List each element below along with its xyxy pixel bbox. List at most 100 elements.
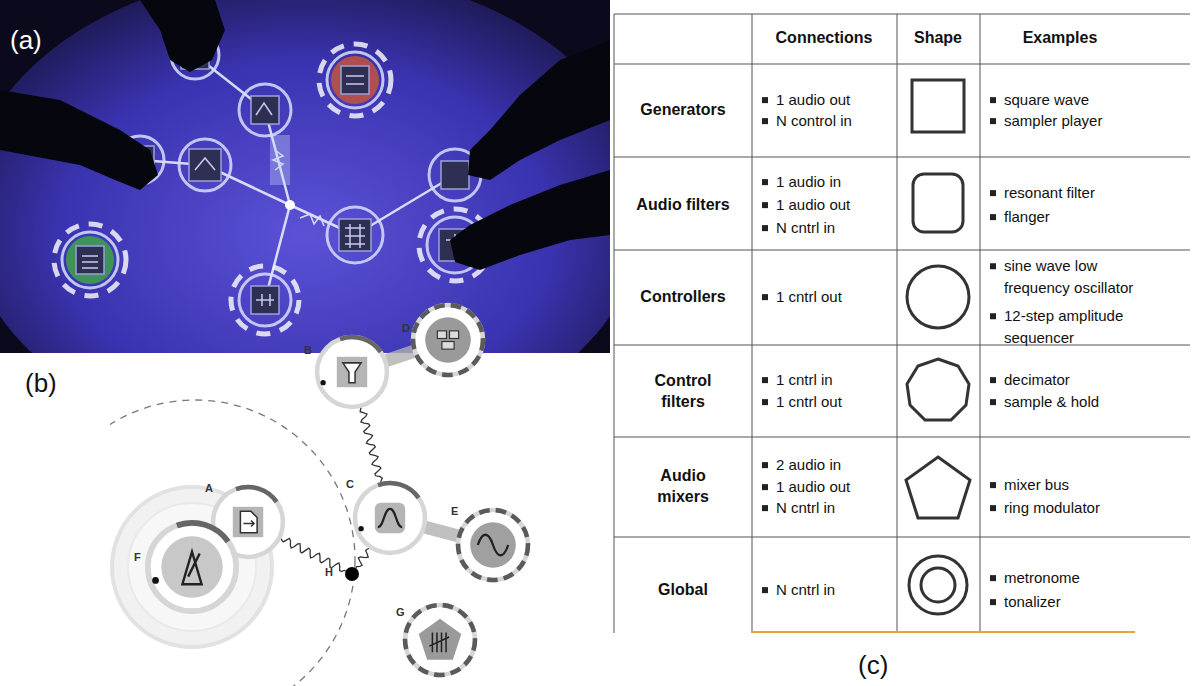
line-shape <box>752 14 753 633</box>
circle-shape <box>319 44 391 116</box>
label-holder: mixer bus <box>1004 474 1149 496</box>
g-shape <box>54 44 491 334</box>
circle-shape <box>320 380 325 385</box>
label-holder: sample & hold <box>1004 391 1149 413</box>
circle-shape <box>458 510 528 580</box>
object-symbol <box>345 567 359 581</box>
path-shape <box>300 214 324 226</box>
path-shape <box>240 511 257 532</box>
bullet-mark <box>990 599 996 605</box>
circle-shape <box>152 577 159 584</box>
label-holder: N cntrl in <box>776 497 891 519</box>
g-shape <box>906 80 970 614</box>
label-holder: decimator <box>1004 369 1149 391</box>
circle-shape <box>907 266 969 328</box>
rect-shape <box>339 219 371 251</box>
table-cell: square wave <box>1004 89 1149 111</box>
circle-shape <box>345 473 435 563</box>
label-holder: 1 audio in <box>776 171 891 193</box>
label-holder: sampler player <box>1004 110 1149 132</box>
label-holder: flanger <box>1004 206 1149 228</box>
rect-shape <box>233 507 263 537</box>
table-cell: 1 audio out <box>776 476 891 498</box>
bullet-mark <box>762 587 768 593</box>
label-holder: (b) <box>25 369 85 398</box>
line-shape <box>614 14 1190 15</box>
object-letter: E <box>451 506 458 517</box>
path-shape <box>387 352 414 361</box>
g-shape <box>140 55 455 300</box>
circle-shape <box>66 236 114 284</box>
polygon-shape <box>907 359 969 420</box>
circle-shape <box>135 510 248 623</box>
object-letter: H <box>325 567 333 578</box>
path-shape <box>468 40 610 180</box>
circle-shape <box>161 536 222 597</box>
table-cell: 1 cntrl in <box>776 369 891 391</box>
rect-shape <box>442 342 454 350</box>
bullet-mark <box>762 202 768 208</box>
row-header: Global <box>618 580 748 601</box>
object-symbol <box>455 507 531 583</box>
audio-wire <box>281 538 346 571</box>
label-holder: 2 audio in <box>776 454 891 476</box>
path-shape <box>82 256 98 268</box>
panel-letter: (a) <box>10 26 70 55</box>
bullet-mark <box>762 377 768 383</box>
circle-shape <box>405 605 475 675</box>
table-cell: 12-step amplitude sequencer <box>1004 305 1149 349</box>
circle-shape <box>458 510 528 580</box>
table-cell: N cntrl in <box>776 579 891 601</box>
tangible-object: D <box>410 302 486 378</box>
circle-shape <box>307 327 397 417</box>
bullet-mark <box>990 313 996 319</box>
rect-shape <box>437 331 446 339</box>
table-cell: 1 cntrl out <box>776 391 891 413</box>
bullet-mark <box>762 462 768 468</box>
column-header: Connections <box>754 26 894 49</box>
rect-shape <box>375 503 405 533</box>
control-band <box>425 527 457 535</box>
path-shape <box>195 158 215 170</box>
panel-letter: (b) <box>25 369 85 398</box>
object-letter: A <box>205 483 213 494</box>
table-cell: 1 cntrl out <box>776 286 891 308</box>
object-letter: F <box>134 552 141 563</box>
table-cell: 1 audio out <box>776 194 891 216</box>
circle-shape <box>345 567 359 581</box>
table-cell: decimator <box>1004 369 1149 391</box>
circle-shape <box>470 522 516 568</box>
bullet-mark <box>762 97 768 103</box>
label-holder: (c) <box>858 651 918 680</box>
row-header: Generators <box>618 100 748 121</box>
tangible-object: C <box>352 480 428 556</box>
label-holder: Generators <box>618 100 748 121</box>
circle-shape <box>62 232 118 288</box>
label-holder: Control filters <box>638 371 728 413</box>
label-holder: (a) <box>10 26 70 55</box>
table-cell: tonalizer <box>1004 591 1149 613</box>
bullet-mark <box>990 190 996 196</box>
circle-shape <box>358 526 363 531</box>
bullet-mark <box>990 399 996 405</box>
bullet-mark <box>990 263 996 269</box>
output-dot: H <box>345 567 359 581</box>
tangible-object: F <box>144 519 240 615</box>
path-shape <box>360 407 382 482</box>
g-shape <box>614 14 1190 633</box>
bullet-mark <box>990 97 996 103</box>
path-shape <box>345 224 365 248</box>
object-letter: C <box>346 479 354 490</box>
control-band <box>387 352 414 361</box>
object-letter: G <box>396 607 405 618</box>
label-holder: Audio mixers <box>638 466 728 508</box>
rect-shape <box>251 286 279 314</box>
row-header: Audio mixers <box>638 466 728 508</box>
rect-shape <box>270 135 290 185</box>
path-shape <box>256 294 274 306</box>
tangible-object: E <box>455 507 531 583</box>
table-cell: resonant filter <box>1004 182 1149 204</box>
circle-shape <box>179 139 231 191</box>
label-holder: Global <box>618 580 748 601</box>
